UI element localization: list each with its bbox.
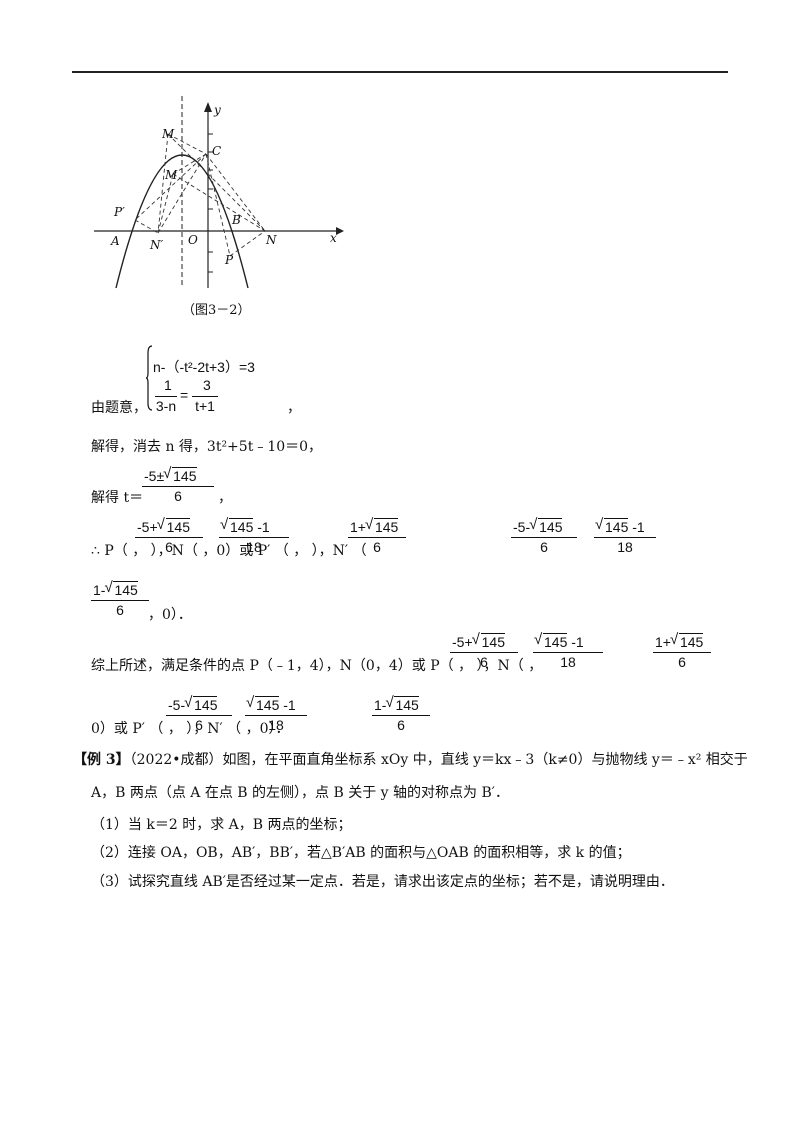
solve-line-1: 解得，消去 n 得，3t²+5t﹣10＝0， <box>91 439 323 455</box>
label-n-prime: N′ <box>149 238 164 252</box>
system-eq-sign: = <box>180 387 189 403</box>
system-suffix: ， <box>287 400 301 416</box>
label-m2: M <box>164 168 178 182</box>
cont-line: ，0）． <box>148 607 192 623</box>
header-rule <box>72 71 728 73</box>
solve-line-2: 解得 t＝ <box>91 490 144 506</box>
system-eq1: n-（-t²-2t+3）=3 <box>153 359 255 375</box>
solve-line-2-suffix: ， <box>218 490 232 506</box>
label-b: B <box>231 213 241 227</box>
label-x: x <box>330 231 337 245</box>
label-n: N <box>265 233 277 247</box>
label-a: A <box>110 234 120 248</box>
summary-line: 综上所述，满足条件的点 P（﹣1，4），N（0，4）或 P（ ， ），N（ ， <box>91 658 543 674</box>
left-brace <box>146 345 152 411</box>
label-p: P <box>224 253 234 267</box>
question-2: （2）连接 OA，OB，AB′，BB′，若△B′AB 的面积与△OAB 的面积相… <box>91 845 631 861</box>
label-m1: M <box>161 127 175 141</box>
figure-caption: （图3－2） <box>182 303 251 318</box>
label-c: C <box>212 144 221 158</box>
therefore-line: ∴ P（ ， ），N（ ，0）或 P′ （ ， ），N′ （ <box>91 543 367 559</box>
label-p-prime: P′ <box>113 205 125 219</box>
example-3-line2: A，B 两点（点 A 在点 B 的左侧），点 B 关于 y 轴的对称点为 B′． <box>91 785 509 801</box>
final-line: 0）或 P′ （ ， ），N′ （ ，0）． <box>91 721 290 737</box>
question-3: （3）试探究直线 AB′是否经过某一定点．若是，请求出该定点的坐标；若不是，请说… <box>91 874 674 890</box>
example-3-label: 【例 3】 <box>73 752 130 768</box>
label-y: y <box>213 103 221 117</box>
label-o: O <box>188 233 198 247</box>
example-3-line1: （2022•成都）如图，在平面直角坐标系 xOy 中，直线 y＝kx﹣3（k≠0… <box>129 752 748 768</box>
system-prefix: 由题意， <box>91 400 147 416</box>
example-3: 【例 3】（2022•成都）如图，在平面直角坐标系 xOy 中，直线 y＝kx﹣… <box>73 749 748 769</box>
parabola-figure: y x M M C P′ B N A N′ O P <box>94 96 344 289</box>
question-1: （1）当 k＝2 时，求 A，B 两点的坐标； <box>91 817 352 833</box>
